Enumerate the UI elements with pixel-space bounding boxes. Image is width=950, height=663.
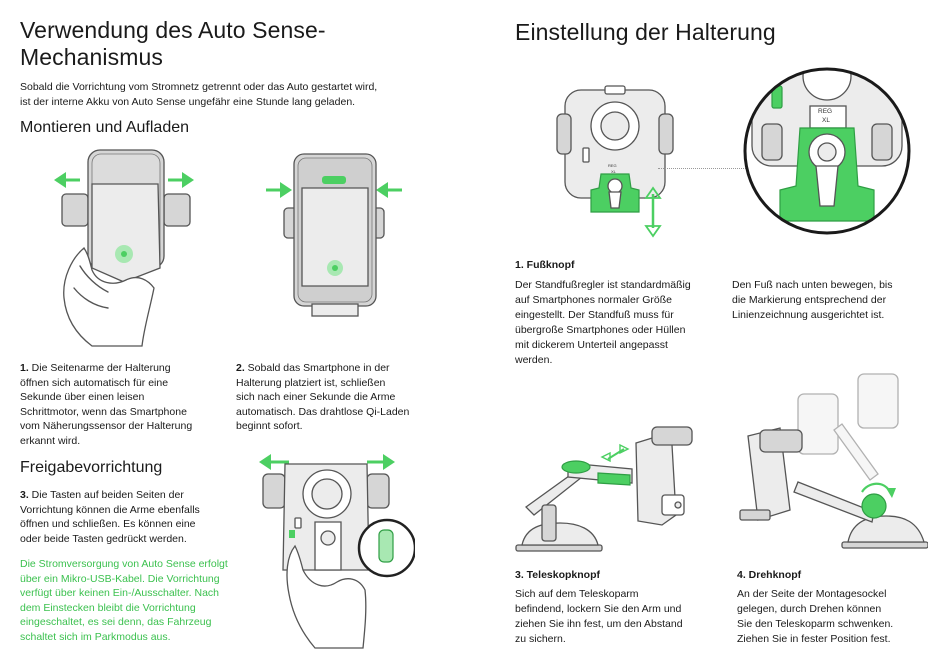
- illustration-foot-zoom: REG XL: [742, 66, 912, 236]
- illustration-release-buttons: [255, 450, 415, 650]
- left-title: Verwendung des Auto Sense- Mechanismus: [20, 17, 326, 71]
- intro-paragraph: Sobald die Vorrichtung vom Stromnetz get…: [20, 80, 377, 109]
- step-number: 3.: [20, 489, 29, 501]
- power-note: Die Stromversorgung von Auto Sense erfol…: [20, 558, 228, 643]
- zoom-connector: [658, 168, 756, 169]
- left-title-line1: Verwendung des Auto Sense-: [20, 17, 326, 43]
- telescope-knob-text: Sich auf dem Teleskoparm befindend, lock…: [515, 588, 683, 645]
- foot-knob-text-2: Den Fuß nach unten bewegen, bis die Mark…: [732, 279, 893, 321]
- rotate-knob-heading: 4. Drehknopf: [737, 569, 802, 581]
- foot-knob-text: Der Standfußregler ist standardmäßig auf…: [515, 279, 691, 366]
- step-number: 1.: [20, 362, 29, 374]
- illustration-mount-closed: [262, 148, 412, 323]
- foot-knob-heading: 1. Fußknopf: [515, 259, 575, 271]
- foot-size-label-xl: XL: [822, 117, 830, 124]
- illustration-telescopic-arm: [512, 425, 712, 555]
- foot-size-label-reg: REG: [818, 108, 832, 115]
- step-number: 2.: [236, 362, 245, 374]
- step3-text: 3. Die Tasten auf beiden Seiten der Vorr…: [20, 489, 200, 545]
- foot-size-label-small-bottom: XL: [611, 169, 617, 174]
- right-title: Einstellung der Halterung: [515, 19, 776, 45]
- step1-text: 1. Die Seitenarme der Halterung öffnen s…: [20, 362, 193, 447]
- illustration-foot-knob: REG XL: [555, 82, 675, 247]
- intro-line: Sobald die Vorrichtung vom Stromnetz get…: [20, 81, 378, 93]
- section-heading-mount: Montieren und Aufladen: [20, 119, 190, 136]
- telescope-knob-heading: 3. Teleskopknopf: [515, 569, 600, 581]
- illustration-rotate-knob: [738, 370, 928, 555]
- step2-text: 2. Sobald das Smartphone in der Halterun…: [236, 362, 410, 433]
- rotate-knob-text: An der Seite der Montagesockel gelegen, …: [737, 588, 894, 645]
- left-title-line2: Mechanismus: [20, 44, 163, 70]
- illustration-mount-open: [52, 148, 202, 348]
- section-heading-release: Freigabevorrichtung: [20, 459, 163, 476]
- intro-line: ist der interne Akku von Auto Sense unge…: [20, 95, 356, 108]
- foot-size-label-small-top: REG: [608, 163, 617, 168]
